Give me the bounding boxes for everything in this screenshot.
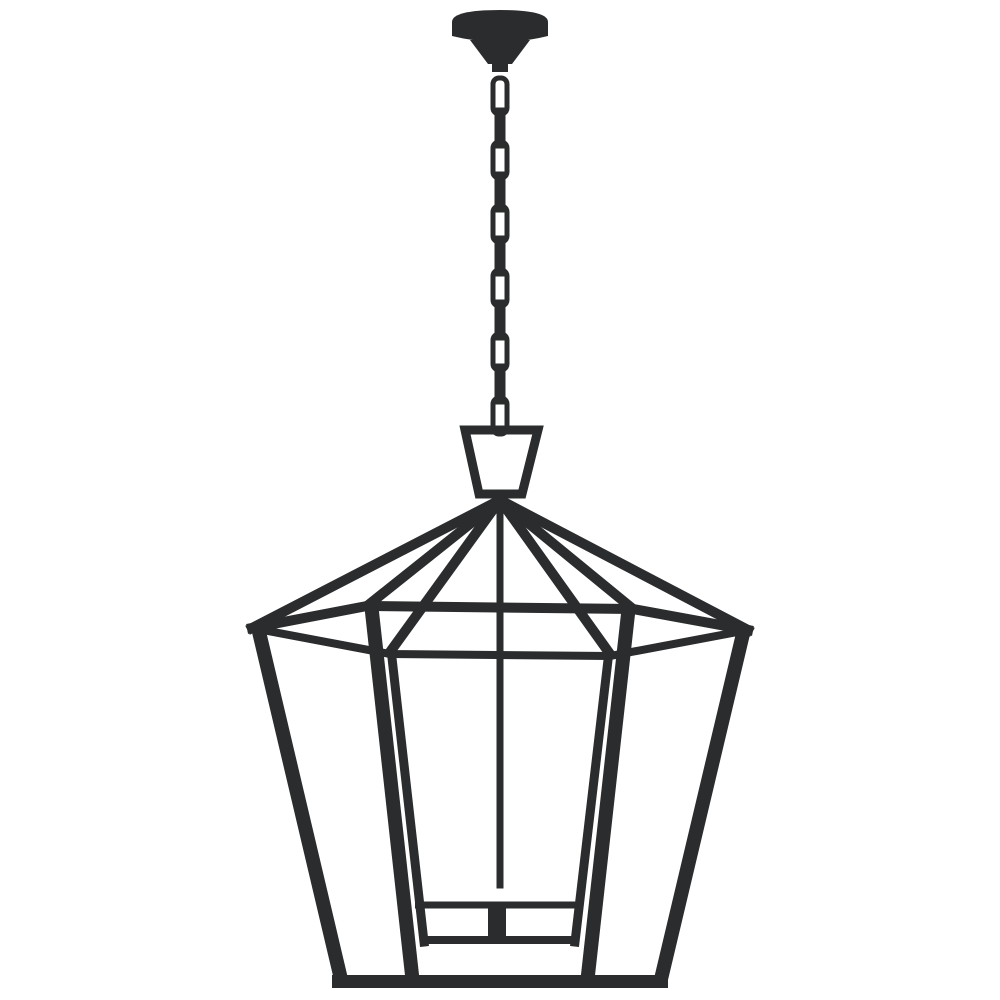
chain-link (494, 107, 506, 149)
lantern-posts (251, 604, 751, 984)
roof-frame (245, 492, 755, 661)
ceiling-canopy (452, 10, 548, 72)
bottom-frame (332, 936, 668, 988)
chain-link (494, 299, 506, 341)
chain-link (494, 171, 506, 213)
top-finial (459, 425, 544, 499)
chain-link (494, 235, 506, 277)
chain-link (494, 363, 506, 405)
candle-cluster (415, 901, 578, 940)
chain (490, 75, 510, 437)
